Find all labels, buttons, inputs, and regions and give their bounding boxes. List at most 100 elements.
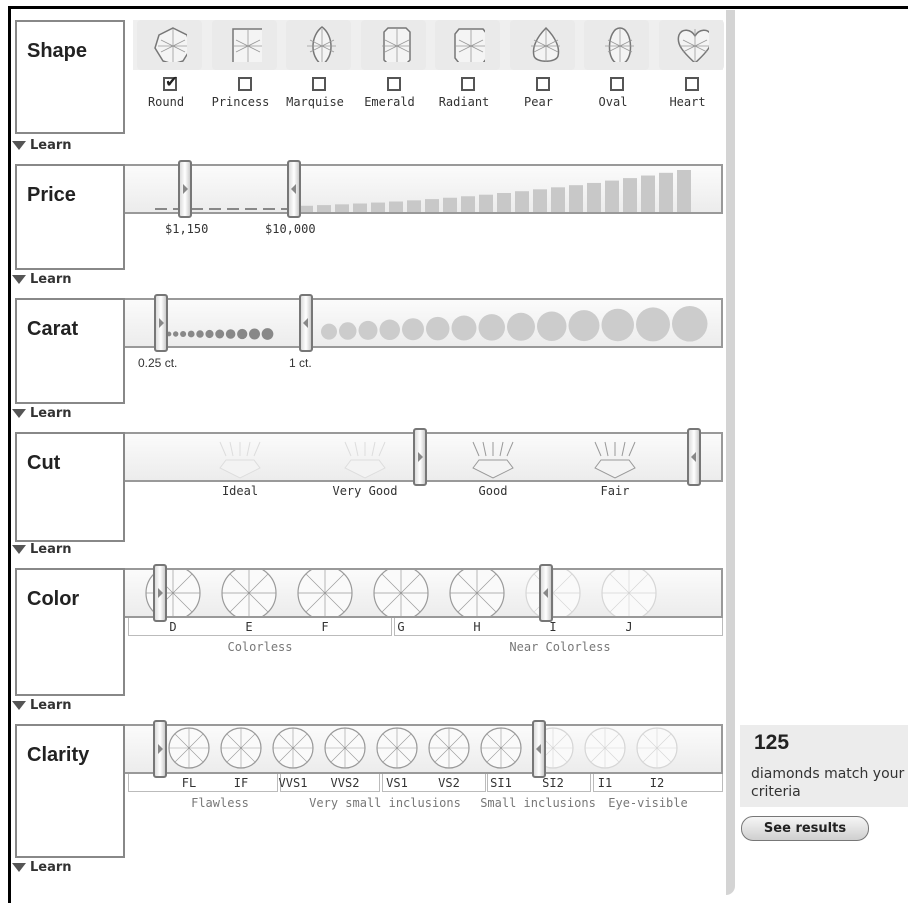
clarity-group-box xyxy=(382,774,486,792)
shape-option-radiant[interactable] xyxy=(435,20,500,70)
shape-checkbox-heart[interactable] xyxy=(684,77,699,91)
price-filter: Price Learn $1,150 $10,000 xyxy=(12,160,723,294)
chevron-down-icon xyxy=(12,863,26,872)
color-group-label: Colorless xyxy=(227,640,293,654)
clarity-diamond-facets xyxy=(585,728,625,768)
shape-checkbox-oval[interactable] xyxy=(610,77,624,91)
cut-label-box: Cut xyxy=(15,432,125,542)
price-bar xyxy=(209,208,221,210)
color-slider-track[interactable] xyxy=(125,568,723,618)
shape-label-princess: Princess xyxy=(211,95,270,109)
marquise-diamond-icon xyxy=(307,26,336,62)
clarity-min-handle[interactable] xyxy=(153,720,167,778)
price-bar xyxy=(335,204,349,212)
price-min-handle[interactable] xyxy=(178,160,192,218)
shape-option-marquise[interactable] xyxy=(286,20,351,70)
carat-dot xyxy=(451,315,477,341)
shape-label-oval: Oval xyxy=(598,95,628,109)
oval-diamond-icon xyxy=(605,27,634,62)
cut-title: Cut xyxy=(27,452,61,474)
chevron-down-icon xyxy=(12,701,26,710)
cut-light-ray xyxy=(229,441,234,457)
shape-option-oval[interactable] xyxy=(584,20,649,70)
cut-light-ray xyxy=(506,441,514,457)
carat-dot xyxy=(402,318,424,341)
clarity-slider-track[interactable] xyxy=(125,724,723,774)
color-grade-label: G xyxy=(397,620,405,634)
carat-dot xyxy=(321,323,337,340)
carat-dot xyxy=(261,328,274,340)
shape-option-pear[interactable] xyxy=(509,20,575,70)
color-learn-link[interactable]: Learn xyxy=(12,698,72,713)
price-bar xyxy=(263,208,275,210)
clarity-diamond-facets xyxy=(377,728,417,768)
shape-label-emerald: Emerald xyxy=(364,95,415,109)
carat-max-handle[interactable] xyxy=(299,294,313,352)
shape-label-heart: Heart xyxy=(669,95,706,109)
color-diamond-facets xyxy=(222,570,276,616)
cut-light-ray xyxy=(628,441,636,457)
price-learn-link[interactable]: Learn xyxy=(12,272,72,287)
price-bar xyxy=(479,194,493,212)
near-colorless-group-box xyxy=(394,618,723,636)
carat-learn-link[interactable]: Learn xyxy=(12,406,72,421)
color-label-box: Color xyxy=(15,568,125,696)
carat-label-box: Carat xyxy=(15,298,125,404)
price-bar xyxy=(587,182,601,212)
shape-option-heart[interactable] xyxy=(658,20,724,70)
checkmark-icon: ✔ xyxy=(165,72,179,91)
clarity-max-handle[interactable] xyxy=(532,720,546,778)
clarity-diamond-facets xyxy=(429,728,469,768)
cut-min-handle[interactable] xyxy=(413,428,427,486)
color-min-handle[interactable] xyxy=(153,564,167,622)
shape-checkbox-pear[interactable] xyxy=(535,77,550,91)
price-slider-track[interactable] xyxy=(125,164,723,214)
carat-min-handle[interactable] xyxy=(154,294,168,352)
clarity-group-label: Small inclusions xyxy=(480,796,596,810)
carat-slider-track[interactable] xyxy=(125,298,723,348)
clarity-diamond-facets xyxy=(325,728,365,768)
shape-label-radiant: Radiant xyxy=(438,95,490,109)
color-grade-label: J xyxy=(625,620,633,634)
price-max-handle[interactable] xyxy=(287,160,301,218)
price-bar xyxy=(425,199,439,212)
clarity-diamonds xyxy=(168,727,678,769)
shape-learn-link[interactable]: Learn xyxy=(12,138,72,153)
clarity-grade-label: VVS1 xyxy=(278,776,308,790)
cut-light-ray xyxy=(219,441,227,457)
color-diamond-facets xyxy=(526,570,580,616)
shape-option-emerald[interactable] xyxy=(360,20,426,70)
carat-dot xyxy=(672,306,708,342)
shape-checkbox-radiant[interactable] xyxy=(461,77,475,91)
clarity-grade-label: SI2 xyxy=(542,776,564,790)
carat-filter: Carat Learn 0.25 ct. 1 ct. xyxy=(12,294,723,428)
cut-light-ray xyxy=(482,441,487,457)
chevron-down-icon xyxy=(12,545,26,554)
clarity-label-box: Clarity xyxy=(15,724,125,858)
shape-option-princess[interactable] xyxy=(211,20,277,70)
carat-title: Carat xyxy=(27,318,79,340)
cut-diamond-icon xyxy=(219,459,261,479)
chevron-down-icon xyxy=(12,275,26,284)
cut-illustrations xyxy=(219,441,636,479)
price-bar xyxy=(659,172,673,212)
shape-checkbox-emerald[interactable] xyxy=(386,77,401,91)
shape-checkbox-round[interactable]: ✔ xyxy=(163,72,178,91)
price-bar xyxy=(443,197,457,212)
price-bar xyxy=(497,193,511,212)
shape-checkbox-marquise[interactable] xyxy=(312,77,326,91)
shape-checkbox-princess[interactable] xyxy=(237,77,252,91)
see-results-button[interactable]: See results xyxy=(741,816,869,841)
clarity-grade-label: IF xyxy=(233,776,249,790)
shape-label-box: Shape xyxy=(15,20,125,134)
shape-option-round[interactable] xyxy=(137,20,202,70)
price-label-box: Price xyxy=(15,164,125,270)
clarity-grade-label: SI1 xyxy=(490,776,512,790)
clarity-learn-link[interactable]: Learn xyxy=(12,860,72,875)
color-grade-label: I xyxy=(549,620,557,634)
cut-learn-link[interactable]: Learn xyxy=(12,542,72,557)
cut-max-handle[interactable] xyxy=(687,428,701,486)
color-max-handle[interactable] xyxy=(539,564,553,622)
